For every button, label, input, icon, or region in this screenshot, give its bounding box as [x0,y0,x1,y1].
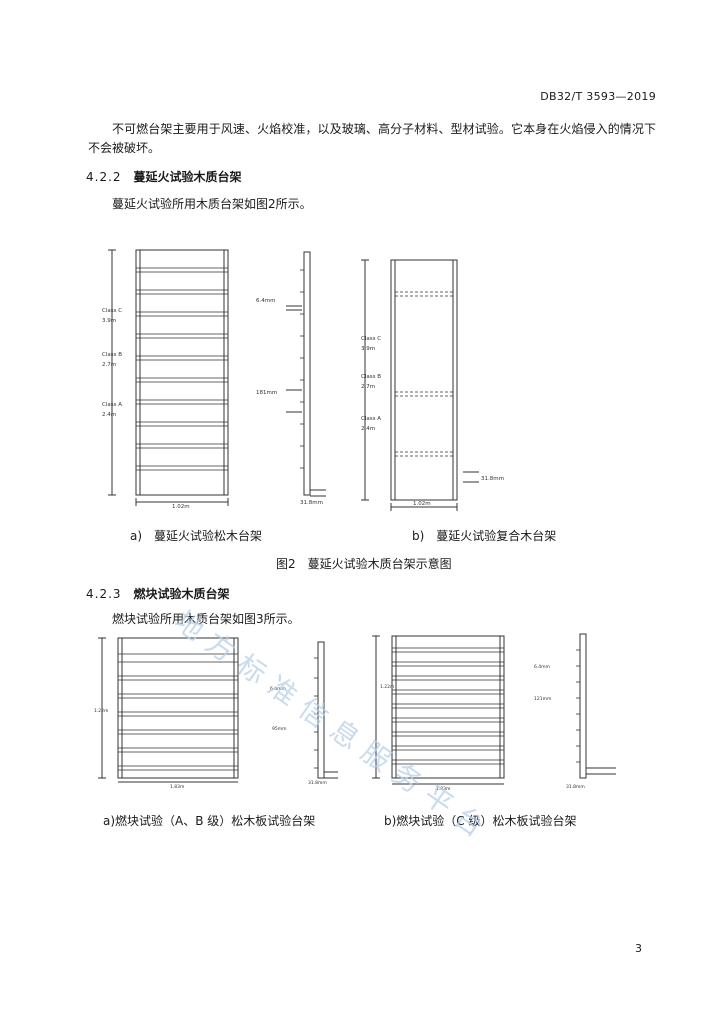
section-number: 4.2.3 [86,587,122,601]
dim-right-label: 31.8mm [481,476,504,482]
figure-2a-caption: a) 蔓延火试验松木台架 [130,529,263,543]
height-label: 1.22m [380,684,394,690]
width-label: 1.83m [436,786,450,792]
dim-bottom-label: 31.8mm [566,784,585,790]
width-label: 1.83m [170,784,184,790]
dim-top-label: 6.4mm [270,686,286,692]
section-body-4-2-2: 蔓延火试验所用木质台架如图2所示。 [112,197,312,211]
dim-top-label: 6.4mm [256,298,275,304]
class-b-height: 2.7m [361,384,375,390]
dim-bottom-label: 31.8mm [300,500,323,506]
figure-2a-pine-rack: Class C 3.9m Class B 2.7m Class A 2.4m 1… [102,249,326,510]
class-a-height: 2.4m [102,412,116,418]
section-title: 蔓延火试验木质台架 [133,170,242,184]
class-a-height: 2.4m [361,426,375,432]
section-number: 4.2.2 [86,170,122,184]
width-label: 1.02m [413,501,431,507]
class-b-height: 2.7m [102,362,116,368]
figure-3a-rack-ab: 1.22m 1.83m 6.4mm 95mm 31.8mm [94,637,338,790]
height-label: 1.22m [94,708,108,714]
class-c-label: Class C [102,308,122,314]
class-a-label: Class A [361,416,381,422]
class-c-height: 3.9m [361,346,375,352]
class-c-label: Class C [361,336,381,342]
class-b-label: Class B [102,352,122,358]
section-heading-4-2-2: 4.2.2 蔓延火试验木质台架 [86,168,242,185]
width-label: 1.02m [172,504,190,510]
intro-paragraph: 不可燃台架主要用于风速、火焰校准，以及玻璃、高分子材料、型材试验。它本身在火焰侵… [88,122,656,155]
dim-mid-label: 95mm [272,726,287,732]
figure-2-title: 图2 蔓延火试验木质台架示意图 [276,557,452,571]
figure-3b-caption: b)燃块试验（C 级）松木板试验台架 [384,814,577,828]
section-body-4-2-3: 燃块试验所用木质台架如图3所示。 [112,612,300,626]
section-heading-4-2-3: 4.2.3 燃块试验木质台架 [86,585,230,602]
dim-bottom-label: 31.8mm [308,780,327,786]
dim-mid-label: 181mm [256,390,277,396]
class-b-label: Class B [361,374,381,380]
dim-top-label: 6.4mm [534,664,550,670]
figure-2b-composite-rack: Class C 3.9m Class B 2.7m Class A 2.4m 1… [361,259,504,511]
page-number: 3 [635,942,642,955]
class-a-label: Class A [102,402,122,408]
figure-2b-caption: b) 蔓延火试验复合木台架 [412,529,557,543]
figure-3b-rack-c: 1.22m 1.83m 6.4mm 121mm 31.8mm [372,633,616,792]
dim-mid-label: 121mm [534,696,551,702]
standard-code: DB32/T 3593—2019 [540,90,656,103]
section-title: 燃块试验木质台架 [133,587,230,601]
class-c-height: 3.9m [102,318,116,324]
figure-3a-caption: a)燃块试验（A、B 级）松木板试验台架 [103,814,316,828]
